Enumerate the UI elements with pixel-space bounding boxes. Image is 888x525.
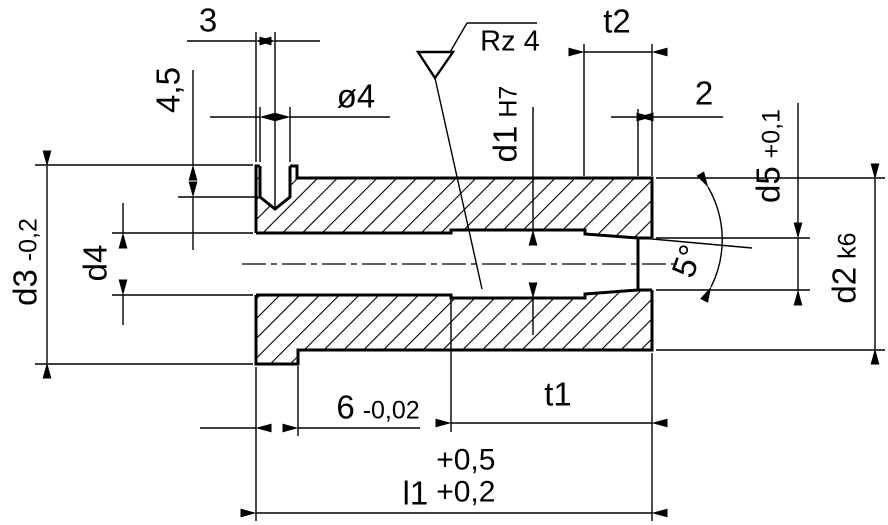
dim-l1-label-tol-0: +0,5 bbox=[436, 443, 496, 477]
dim-6-label-text-0: 6 bbox=[336, 388, 355, 426]
dim-l1-label: l1+0,5+0,2 bbox=[402, 443, 496, 512]
dim-t2-label: t2 bbox=[603, 5, 631, 38]
surface-roughness-symbol bbox=[415, 22, 537, 290]
dim-d5-label-text-1: +0,1 bbox=[757, 108, 786, 159]
dim-d5-label-text-0: d5 bbox=[749, 166, 787, 204]
dim-dia4-label-text-0: ø4 bbox=[336, 77, 376, 115]
upper-wall-hatch bbox=[256, 166, 652, 238]
dim-d1-label-text-1: H7 bbox=[494, 85, 523, 118]
dim-t1-label-text-0: t1 bbox=[544, 375, 572, 413]
bore-profile-bottom bbox=[256, 288, 652, 300]
lower-wall-hatch bbox=[256, 290, 652, 364]
roughness-leader-line bbox=[434, 77, 483, 290]
dim-d3-label-text-1: -0,2 bbox=[14, 218, 43, 262]
dim-6-label: 6-0,02 bbox=[336, 391, 419, 424]
flange-drill-hole bbox=[258, 166, 292, 211]
dim-d4-label: d4 bbox=[76, 244, 114, 282]
dim-3-label: 3 bbox=[199, 4, 217, 37]
roughness-rz4-label: Rz 4 bbox=[480, 25, 540, 58]
part-outline bbox=[254, 164, 654, 366]
dim-3-label-text-0: 3 bbox=[198, 1, 218, 39]
roughness-rz4-label-text-0: Rz 4 bbox=[480, 25, 540, 58]
angle-dimension-arc bbox=[696, 171, 723, 303]
dim-d3-label: d3 -0,2 bbox=[6, 218, 44, 306]
dim-l1-label-tolerance-stack: +0,5+0,2 bbox=[436, 443, 496, 510]
dim-dia4-label: ø4 bbox=[337, 80, 376, 113]
roughness-triangle-icon bbox=[415, 50, 456, 81]
dim-t1-label: t1 bbox=[544, 378, 572, 411]
dim-4-5-label: 4,5 bbox=[149, 67, 187, 113]
dim-d5-label: d5 +0,1 bbox=[749, 108, 787, 204]
dim-6-label-text-1: -0,02 bbox=[362, 396, 420, 425]
dim-d3-label-text-0: d3 bbox=[6, 269, 44, 306]
outer-profile-lower bbox=[254, 290, 654, 366]
dim-t2-label-text-0: t2 bbox=[603, 2, 631, 40]
dim-d2-label-text-1: k6 bbox=[833, 232, 862, 259]
dim-4-5-label-text-0: 4,5 bbox=[149, 67, 187, 113]
dim-d4-label-text-0: d4 bbox=[76, 244, 114, 282]
section-hatching bbox=[256, 166, 652, 364]
taper-angle-reference-line bbox=[640, 237, 753, 249]
dim-d2-label-text-0: d2 bbox=[825, 266, 863, 304]
dim-2-label: 2 bbox=[695, 77, 713, 110]
dim-2-label-text-0: 2 bbox=[694, 74, 714, 112]
dim-l1-label-tol-1: +0,2 bbox=[436, 476, 496, 509]
dim-l1-label-text-0: l1 bbox=[402, 474, 429, 512]
dimension-lines bbox=[42, 36, 880, 518]
dim-d1-label-text-0: d1 bbox=[486, 125, 524, 163]
